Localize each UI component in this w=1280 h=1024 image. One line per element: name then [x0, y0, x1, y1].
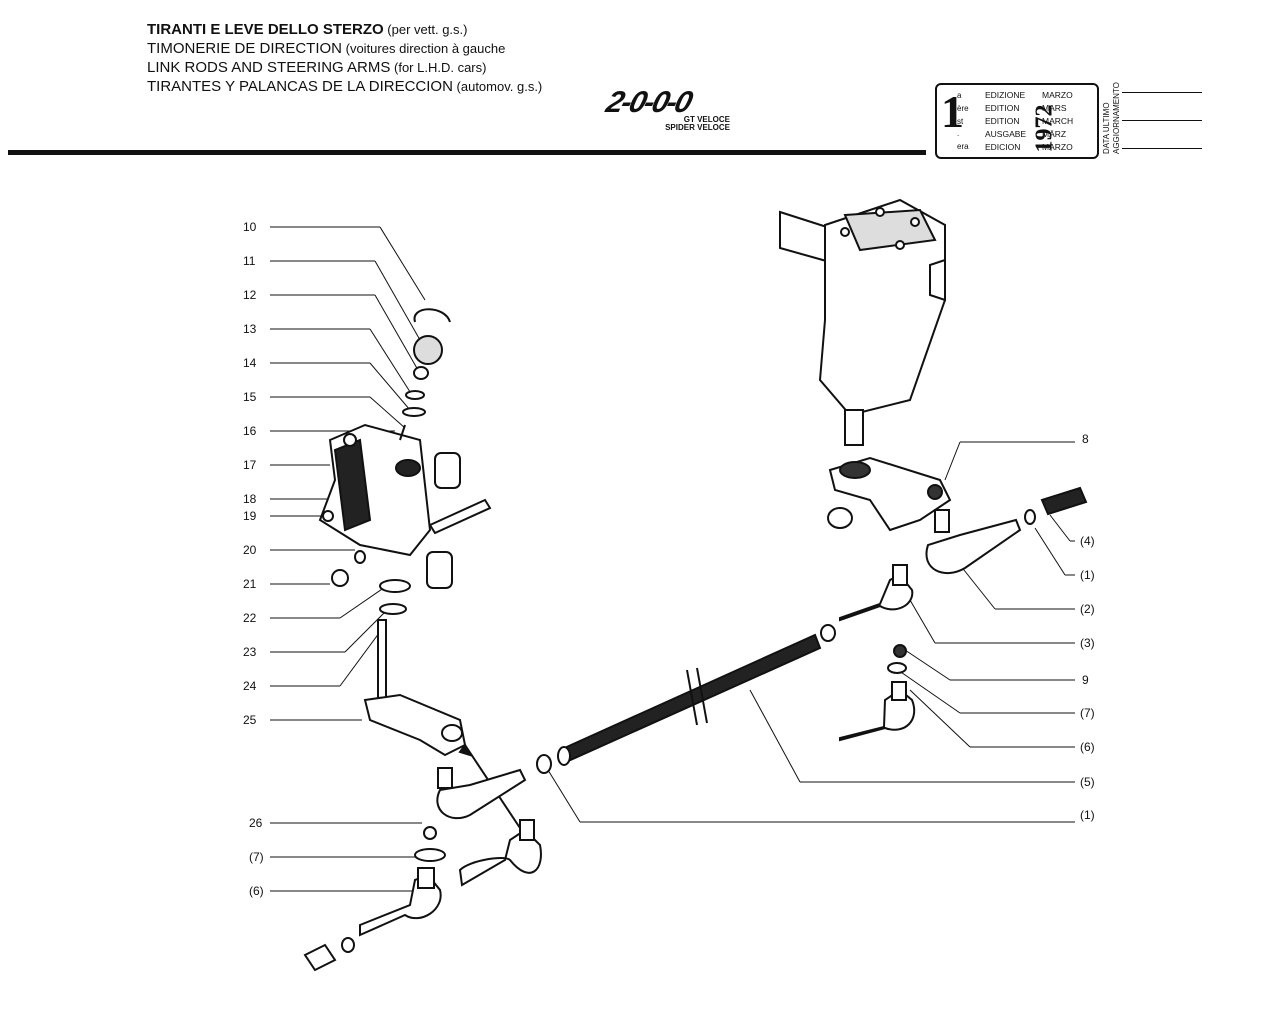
callout-label: 21	[243, 577, 257, 591]
callout-label: 14	[243, 356, 257, 370]
edition-suffix: .	[957, 129, 960, 138]
callout-label: 16	[243, 424, 257, 438]
edition-label: AUSGABE	[985, 129, 1027, 139]
callout-label: 13	[243, 322, 257, 336]
callout-label: (2)	[1080, 602, 1095, 616]
callout-label: (5)	[1080, 775, 1095, 789]
edition-suffix: ère	[957, 104, 969, 113]
logo-line-1: GT VELOCE	[683, 115, 730, 124]
header-rule	[8, 150, 926, 155]
callout-label: (7)	[1080, 706, 1095, 720]
callout-label: 15	[243, 390, 257, 404]
edition-box: 1 a ère st . era EDIZIONE EDITION EDITIO…	[935, 83, 1099, 159]
callout-label: 10	[243, 220, 257, 234]
edition-suffix: era	[957, 142, 969, 151]
title-french: TIMONERIE DE DIRECTION (voitures directi…	[147, 40, 506, 57]
callout-label: 26	[249, 816, 263, 830]
model-logo: 2-0-0-0 GT VELOCE SPIDER VELOCE	[603, 86, 732, 134]
update-line	[1122, 120, 1202, 121]
callout-label: (6)	[249, 884, 264, 898]
callout-label: 22	[243, 611, 257, 625]
edition-number: 1	[941, 86, 964, 137]
callout-label: (4)	[1080, 534, 1095, 548]
edition-month: MARS	[1042, 103, 1067, 113]
edition-label: EDIZIONE	[985, 90, 1026, 100]
update-line	[1122, 92, 1202, 93]
edition-month: MARZO	[1042, 142, 1073, 152]
update-date-block: DATA ULTIMO AGGIORNAMENTO	[1100, 80, 1210, 160]
title-italian: TIRANTI E LEVE DELLO STERZO (per vett. g…	[147, 21, 468, 38]
edition-label: EDITION	[985, 103, 1020, 113]
title-block: TIRANTI E LEVE DELLO STERZO (per vett. g…	[147, 20, 542, 96]
edition-month: MARCH	[1042, 116, 1074, 126]
callout-label: 9	[1082, 673, 1089, 687]
edition-label: EDICION	[985, 142, 1021, 152]
edition-month: MÄRZ	[1042, 129, 1067, 139]
callout-label: 25	[243, 713, 257, 727]
edition-label: EDITION	[985, 116, 1020, 126]
callout-label: 11	[243, 254, 256, 268]
callout-label: 24	[243, 679, 257, 693]
callout-label: 8	[1082, 432, 1089, 446]
callout-label: (1)	[1080, 808, 1095, 822]
callout-label: 20	[243, 543, 257, 557]
callout-label: 23	[243, 645, 257, 659]
callout-label: 17	[243, 458, 257, 472]
callout-label: 19	[243, 509, 257, 523]
logo-line-2: SPIDER VELOCE	[665, 123, 730, 132]
title-english: LINK RODS AND STEERING ARMS (for L.H.D. …	[147, 59, 487, 76]
callout-label: (1)	[1080, 568, 1095, 582]
edition-suffix: a	[957, 91, 962, 100]
callout-label: (7)	[249, 850, 264, 864]
update-line	[1122, 148, 1202, 149]
callout-label: 12	[243, 288, 257, 302]
callout-label: 18	[243, 492, 257, 506]
edition-suffix: st	[957, 117, 964, 126]
title-spanish: TIRANTES Y PALANCAS DE LA DIRECCION (aut…	[147, 78, 543, 95]
callout-label: (3)	[1080, 636, 1095, 650]
callout-label: (6)	[1080, 740, 1095, 754]
edition-month: MARZO	[1042, 90, 1073, 100]
